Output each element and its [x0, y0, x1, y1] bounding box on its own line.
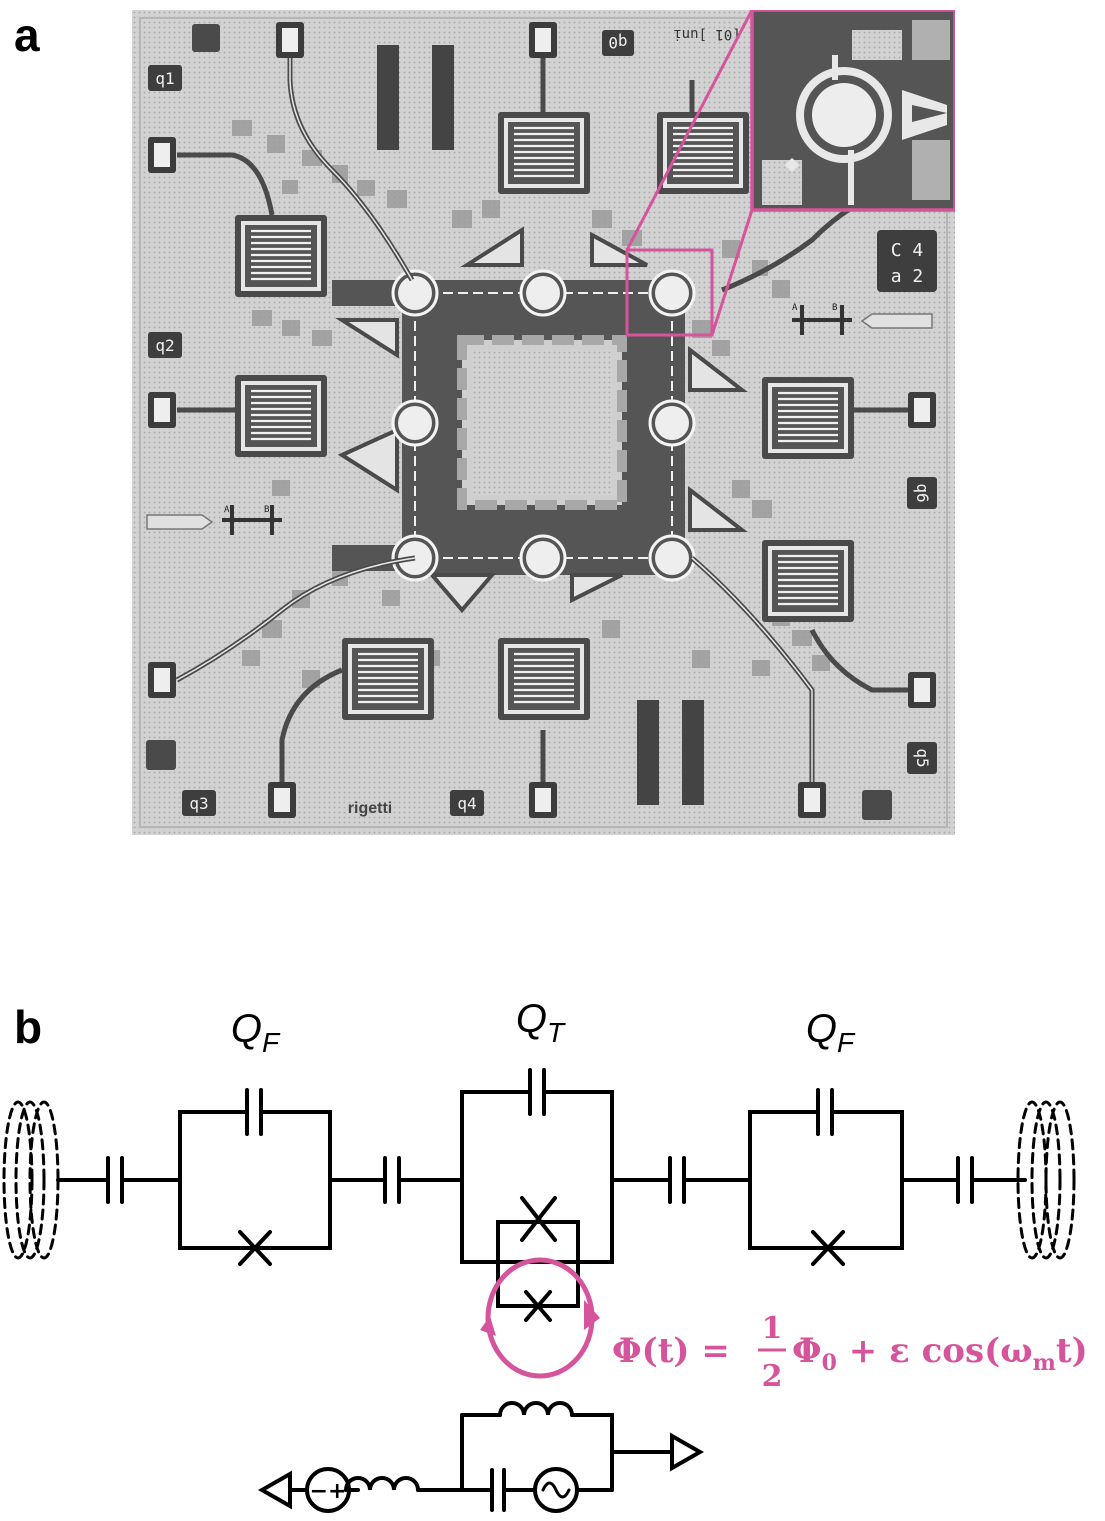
qubit-label-middle: QT: [516, 997, 566, 1048]
main-signal-line: [56, 1156, 1027, 1204]
qubit-label-q4: q4: [457, 794, 476, 813]
corner-code-box: [877, 230, 937, 292]
brand-logo: rigetti: [348, 800, 392, 817]
qubit-middle-circuit: [460, 1068, 614, 1322]
qubit-label-q3: q3: [189, 794, 208, 813]
top-code-label: [01 ]uni: [673, 26, 740, 42]
right-resonator-symbol: [1016, 1100, 1076, 1260]
panel-a-label: a: [14, 9, 40, 61]
marker-arrow-left: [146, 514, 214, 530]
corner-squares: [146, 24, 892, 820]
flux-equation-frac-num: 1: [762, 1311, 783, 1346]
qubit-label-q6: q6: [913, 483, 932, 502]
circuit-schematic: −+ QF QT QF Φ(t) = 1 2 Φ0 + ε cos(ωmt): [2, 997, 1088, 1513]
zoom-inset: [750, 10, 955, 212]
qubit-label-right: QF: [806, 1007, 856, 1058]
flux-bias-circuit: [257, 1401, 705, 1513]
flux-trap-patches: [232, 120, 830, 688]
corner-code-line-1: C 4: [891, 240, 924, 261]
zoom-connector-bottom: [710, 209, 754, 336]
corner-code-line-2: a 2: [891, 266, 924, 287]
marker-letter-a2: A: [224, 505, 230, 515]
qubit-label-q2: q2: [155, 336, 174, 355]
zoom-source-box: [625, 248, 714, 337]
flux-bias-lines: [377, 45, 704, 805]
flux-arrow-left: [480, 1316, 496, 1336]
flux-equation-frac-den: 2: [762, 1359, 783, 1394]
qubit-label-q5: q5: [913, 748, 932, 767]
marker-letter-b2: B: [264, 505, 269, 515]
left-resonator-symbol: [2, 1100, 60, 1260]
chip-micrograph: A B A B q0 q1 q2 q3 q4 q5 q6 [01 ]uni C …: [132, 10, 955, 835]
qubit-right-circuit: [748, 1088, 904, 1266]
flux-equation: Φ(t) = 1 2 Φ0 + ε cos(ωmt): [612, 1311, 1088, 1394]
flux-loop: [485, 1257, 595, 1379]
qubit-left-circuit: [178, 1088, 332, 1266]
flux-equation-lhs: Φ(t) =: [612, 1331, 730, 1371]
flux-equation-rhs: Φ0 + ε cos(ωmt): [792, 1331, 1088, 1376]
panel-b-label: b: [14, 1001, 43, 1053]
marker-letter-b1: B: [832, 303, 837, 313]
qubit-label-boxes: [148, 30, 937, 816]
flux-arrow-right: [584, 1300, 600, 1330]
qubit-label-q1: q1: [155, 69, 174, 88]
feed-lines-inner: [176, 40, 813, 790]
qubit-label-q0: q0: [608, 33, 627, 52]
alignment-markers: [222, 305, 852, 535]
zoom-connector-top: [625, 10, 754, 251]
qubit-label-left: QF: [231, 1007, 281, 1058]
triangle-couplers: [335, 226, 748, 614]
marker-arrow-right: [860, 313, 933, 329]
marker-letter-a1: A: [792, 303, 798, 313]
dc-source-symbol: −+: [310, 1479, 347, 1504]
